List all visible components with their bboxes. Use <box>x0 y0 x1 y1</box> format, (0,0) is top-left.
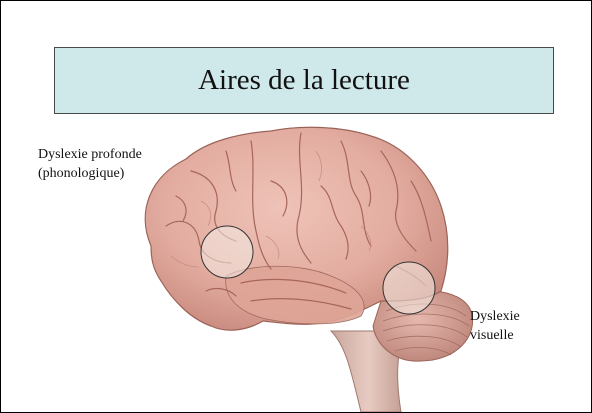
visual-dyslexia-label: Dyslexie visuelle <box>470 307 520 345</box>
deep-dyslexia-label: Dyslexie profonde (phonologique) <box>38 145 142 183</box>
deep-dyslexia-label-line-2: (phonologique) <box>38 164 142 183</box>
visual-dyslexia-label-line-2: visuelle <box>470 326 520 345</box>
deep-dyslexia-label-line-1: Dyslexie profonde <box>38 145 142 164</box>
visual-dyslexia-label-line-1: Dyslexie <box>470 307 520 326</box>
deep-dyslexia-area-highlight <box>201 226 253 278</box>
visual-dyslexia-area-highlight <box>383 262 435 314</box>
